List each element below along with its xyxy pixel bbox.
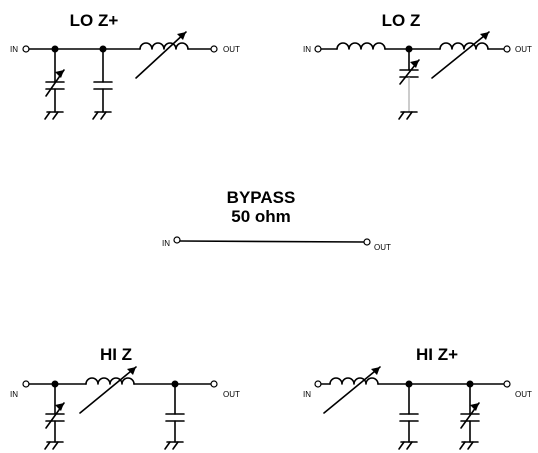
in-terminal xyxy=(314,380,322,388)
circuit-title: LO Z xyxy=(382,11,421,30)
circuit-title: LO Z+ xyxy=(70,11,119,30)
out-terminal xyxy=(503,380,511,388)
ground-icon xyxy=(398,111,418,120)
out-port-label: OUT xyxy=(374,243,391,252)
out-terminal xyxy=(363,238,371,246)
out-port-label: OUT xyxy=(515,390,532,399)
ground-icon xyxy=(44,441,64,450)
ground-icon xyxy=(92,111,112,120)
in-port-label: IN xyxy=(10,45,18,54)
in-port-label: IN xyxy=(10,390,18,399)
in-terminal xyxy=(22,45,30,53)
circuit-title: BYPASS xyxy=(227,188,296,207)
out-port-label: OUT xyxy=(515,45,532,54)
fixed-capacitor xyxy=(93,81,113,90)
fixed-capacitor xyxy=(165,413,185,422)
circuit-hi-z-plus: HI Z+ IN OUT xyxy=(303,345,532,450)
inductor xyxy=(336,42,386,50)
circuit-bypass: BYPASS 50 ohm IN OUT xyxy=(162,188,391,252)
circuit-hi-z: HI Z IN OUT xyxy=(10,345,240,450)
in-terminal xyxy=(22,380,30,388)
circuit-title: HI Z xyxy=(100,345,132,364)
out-terminal xyxy=(210,380,218,388)
circuit-title: HI Z+ xyxy=(416,345,458,364)
circuit-lo-z: LO Z IN OUT xyxy=(303,11,532,120)
circuit-subtitle: 50 ohm xyxy=(231,207,291,226)
out-port-label: OUT xyxy=(223,45,240,54)
variable-inductor xyxy=(85,377,135,385)
variable-inductor xyxy=(329,377,379,385)
circuit-lo-z-plus: LO Z+ IN OUT xyxy=(10,11,240,120)
in-port-label: IN xyxy=(303,390,311,399)
out-terminal xyxy=(210,45,218,53)
ground-icon xyxy=(459,441,479,450)
ground-icon xyxy=(164,441,184,450)
in-terminal xyxy=(314,45,322,53)
in-port-label: IN xyxy=(162,239,170,248)
fixed-capacitor xyxy=(399,413,419,422)
in-port-label: IN xyxy=(303,45,311,54)
ground-icon xyxy=(398,441,418,450)
out-terminal xyxy=(503,45,511,53)
variable-inductor xyxy=(139,42,189,50)
ground-icon xyxy=(44,111,64,120)
variable-inductor xyxy=(439,42,489,50)
out-port-label: OUT xyxy=(223,390,240,399)
in-terminal xyxy=(173,236,181,244)
